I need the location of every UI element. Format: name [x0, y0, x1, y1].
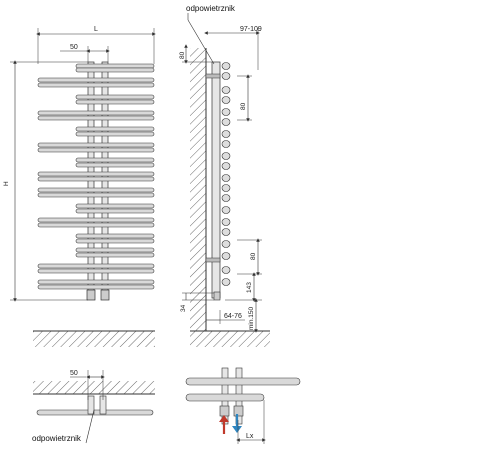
side-tube-section [221, 228, 231, 236]
side-tube-section [221, 174, 231, 182]
detail-tube-lower [185, 393, 265, 402]
front-tube [37, 268, 155, 274]
front-tube [75, 126, 155, 132]
side-tube-section [221, 240, 231, 248]
front-tube [75, 94, 155, 100]
front-tube [75, 67, 155, 73]
floor-front [33, 331, 155, 347]
side-tube-section [221, 96, 231, 104]
front-tube [37, 263, 155, 269]
front-tube [37, 187, 155, 193]
side-tube-section [221, 252, 231, 260]
dim-64-76-label: 64-76 [224, 313, 242, 320]
front-tube [37, 222, 155, 228]
vent-bottom-label: odpowietrznik [32, 434, 82, 443]
front-tube [37, 279, 155, 285]
front-tube [75, 63, 155, 69]
side-tubes [221, 62, 231, 286]
side-tube-section [221, 218, 231, 226]
side-80-upper-label: 80 [240, 102, 247, 110]
side-tube-section [221, 162, 231, 170]
side-tube-section [221, 118, 231, 126]
front-tube [75, 99, 155, 105]
detail-tube-upper [185, 377, 301, 386]
dim-min150-label: min.150 [248, 306, 255, 330]
front-tube [37, 115, 155, 121]
top-view-tube [36, 409, 154, 416]
front-view: L 50 H [3, 26, 156, 347]
side-tube-section [221, 130, 231, 138]
front-tube [37, 284, 155, 290]
top-80-label: 80 [179, 51, 186, 59]
front-tube [75, 233, 155, 239]
front-tube [75, 238, 155, 244]
side-tube-section [221, 62, 231, 70]
side-view: odpowietrznik 80 97-109 80 80 143 min.15… [179, 4, 270, 347]
front-tubes [37, 63, 155, 290]
front-tube [75, 208, 155, 214]
front-tube [75, 252, 155, 258]
floor-side [190, 331, 270, 347]
front-tube [37, 142, 155, 148]
depth-97-109-label: 97-109 [240, 26, 262, 33]
side-tube-section [221, 184, 231, 192]
front-tube [75, 157, 155, 163]
dim-143-label: 143 [246, 282, 253, 293]
front-tube [37, 77, 155, 83]
return-connector [100, 289, 110, 301]
dimension-Lx-label: Lx [246, 433, 254, 440]
front-tube [37, 110, 155, 116]
front-tube [75, 162, 155, 168]
front-tube [75, 203, 155, 209]
side-tube-section [221, 72, 231, 80]
front-tube [75, 131, 155, 137]
side-tube-section [221, 194, 231, 202]
wall-top-view [33, 381, 155, 394]
lower-bracket [205, 257, 221, 263]
connection-detail: Lx [185, 367, 301, 444]
dim-34-label: 34 [180, 304, 187, 312]
front-tube [37, 176, 155, 182]
side-collector [211, 61, 221, 299]
side-tube-section [221, 266, 231, 274]
front-tube [37, 171, 155, 177]
side-tube-section [221, 206, 231, 214]
vent-top-label: odpowietrznik [186, 4, 236, 13]
dimension-L-label: L [94, 26, 98, 33]
supply-connector [86, 289, 96, 301]
dimension-50-bottom-label: 50 [70, 370, 78, 377]
front-tube [37, 147, 155, 153]
dimension-50-front-label: 50 [70, 44, 78, 51]
side-tube-section [221, 140, 231, 148]
side-tube-section [221, 108, 231, 116]
dimension-H-label: H [3, 181, 10, 186]
front-tube [37, 192, 155, 198]
side-80-lower-label: 80 [250, 252, 257, 260]
side-tube-section [221, 278, 231, 286]
front-tube [37, 82, 155, 88]
top-view: 50 odpowietrznik [32, 370, 155, 444]
side-tube-section [221, 152, 231, 160]
front-tube [37, 217, 155, 223]
wall-side [190, 48, 206, 331]
front-tube [75, 247, 155, 253]
upper-bracket [205, 73, 221, 79]
side-tube-section [221, 86, 231, 94]
